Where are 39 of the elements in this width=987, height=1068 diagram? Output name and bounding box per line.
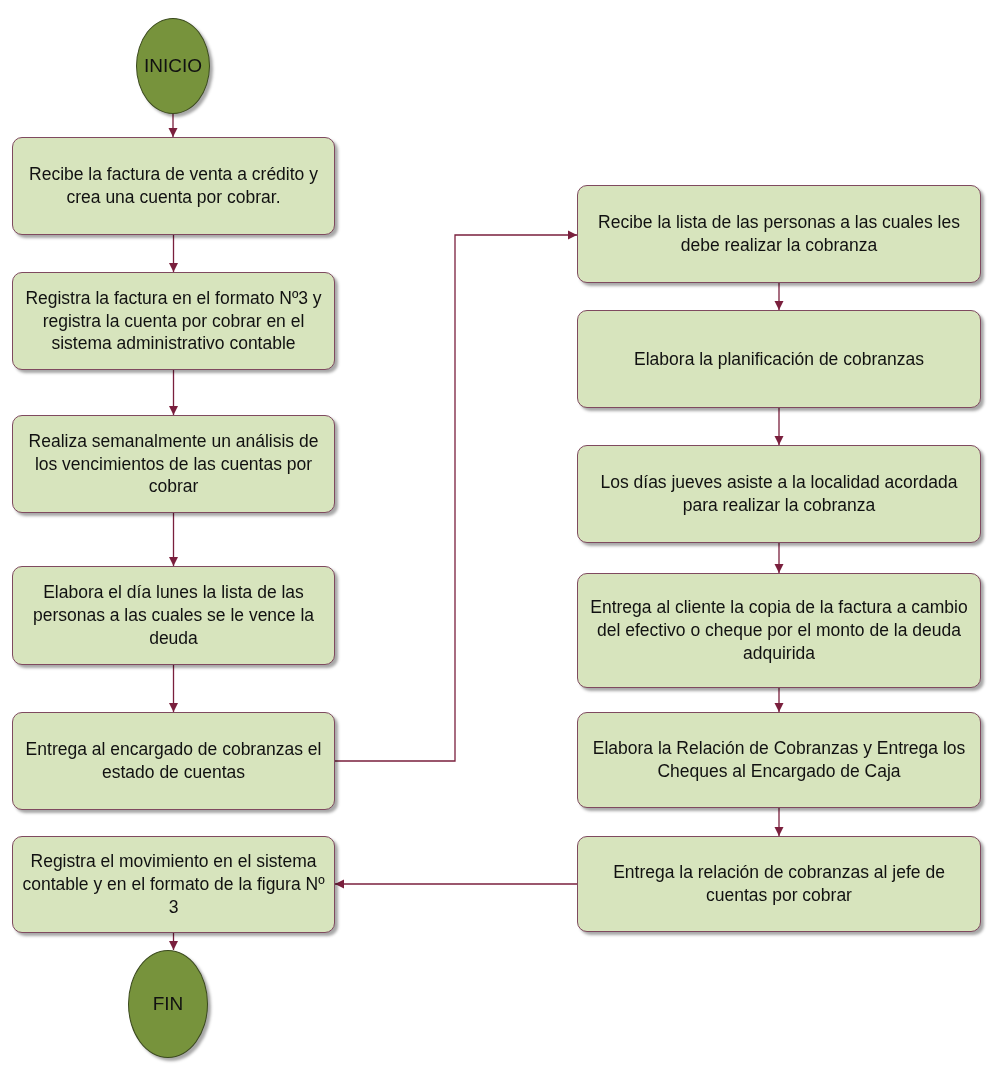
- arrow: [774, 542, 784, 574]
- arrow: [334, 879, 578, 889]
- arrow: [774, 687, 784, 713]
- step-text: Registra la factura en el formato Nº3 y registra la cuenta por cobrar en el sistema administrativo contable: [24, 286, 323, 356]
- step-text: Elabora el día lunes la lista de las personas a las cuales se le vence la deuda: [31, 581, 316, 650]
- step-text: Elabora la Relación de Cobranzas y Entrega los Cheques al Encargado de Caja: [591, 737, 967, 783]
- process-box: [577, 445, 981, 543]
- arrow: [168, 234, 179, 273]
- arrow: [774, 407, 784, 446]
- terminal-label: FIN: [152, 991, 184, 1016]
- arrow: [168, 369, 179, 416]
- process-box: [577, 836, 981, 932]
- step-text: Entrega al cliente la copia de la factura a cambio del efectivo o cheque por el monto de la deuda adquirida: [589, 596, 969, 665]
- step-text: Recibe la factura de venta a crédito y crea una cuenta por cobrar.: [28, 163, 319, 209]
- process-box: [12, 712, 335, 810]
- step-text: Recibe la lista de las personas a las cuales les debe realizar la cobranza: [597, 211, 961, 257]
- arrow: [334, 230, 578, 762]
- step-text: Entrega al encargado de cobranzas el estado de cuentas: [24, 738, 323, 784]
- step-text: Registra el movimiento en el sistema contable y en el formato de la figura Nº 3: [21, 850, 326, 919]
- process-box: [12, 415, 335, 513]
- arrow: [774, 807, 784, 837]
- arrow: [168, 932, 179, 951]
- process-box: [12, 836, 335, 933]
- process-box: [577, 712, 981, 808]
- step-text: Entrega la relación de cobranzas al jefe de cuentas por cobrar: [612, 861, 946, 907]
- process-box: [12, 272, 335, 370]
- arrow: [168, 512, 179, 567]
- process-box: [12, 566, 335, 665]
- step-text: Elabora la planificación de cobranzas: [634, 347, 924, 371]
- arrow: [168, 113, 178, 138]
- arrow: [774, 282, 784, 311]
- process-box: [12, 137, 335, 235]
- process-box: [577, 573, 981, 688]
- step-text: Realiza semanalmente un análisis de los vencimientos de las cuentas por cobrar: [27, 429, 320, 499]
- terminal-label: INICIO: [143, 53, 203, 78]
- process-box: [577, 185, 981, 283]
- process-box: [577, 310, 981, 408]
- step-text: Los días jueves asiste a la localidad acordada para realizar la cobranza: [599, 471, 959, 517]
- arrow: [168, 664, 179, 713]
